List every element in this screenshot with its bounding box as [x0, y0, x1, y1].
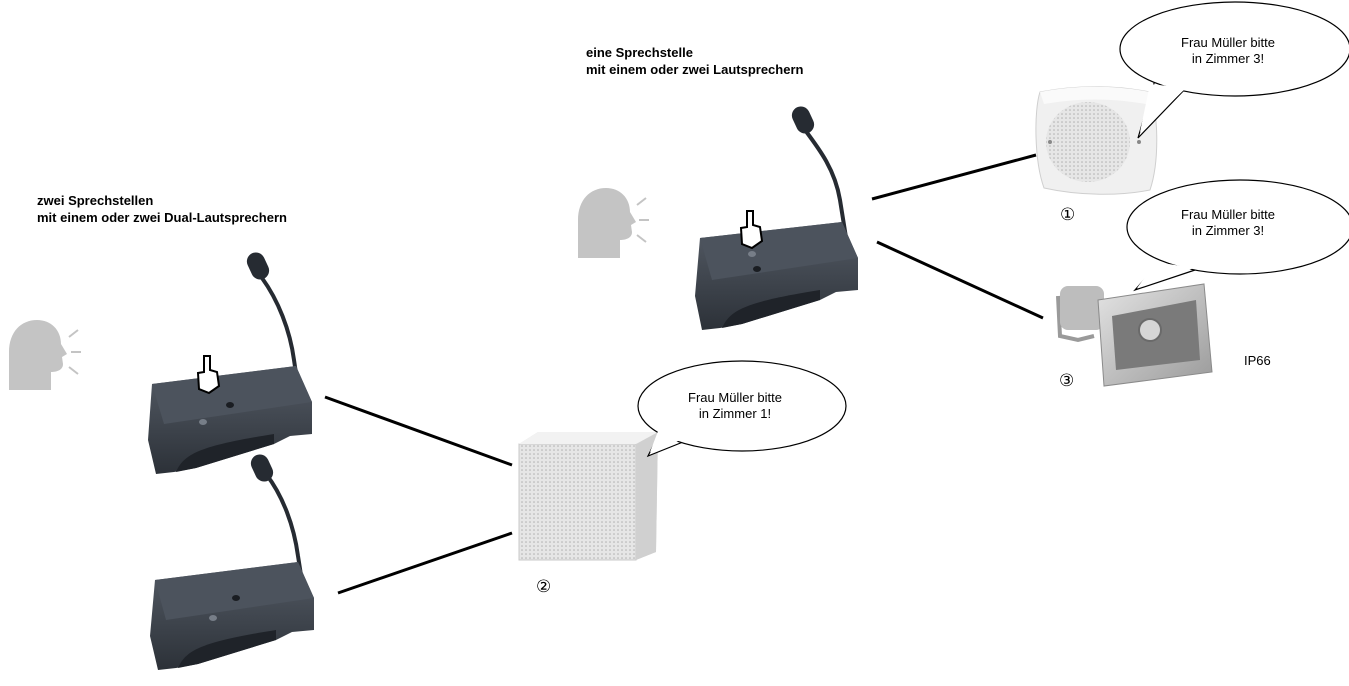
microphone-icon: [250, 454, 274, 482]
bubble-text-line1: Frau Müller bitte: [1181, 35, 1275, 50]
connection-line: [876, 240, 1044, 320]
left-heading: zwei Sprechstellen mit einem oder zwei D…: [37, 192, 287, 226]
right-heading-line1: eine Sprechstelle: [586, 45, 693, 60]
desk-microphone-station: [150, 454, 314, 670]
horn-speaker-icon: [1056, 283, 1213, 387]
microphone-icon: [246, 252, 270, 280]
left-heading-line2: mit einem oder zwei Dual-Lautsprechern: [37, 210, 287, 225]
label-number-2: ②: [536, 577, 551, 597]
bubble-text-line1: Frau Müller bitte: [688, 390, 782, 405]
right-heading: eine Sprechstelle mit einem oder zwei La…: [586, 44, 803, 78]
bubble-text-line2: in Zimmer 3!: [1192, 51, 1264, 66]
bubble-text-line2: in Zimmer 1!: [699, 406, 771, 421]
desk-microphone-station: [148, 252, 312, 474]
speech-bubble: Frau Müller bitte in Zimmer 1!: [637, 360, 847, 458]
finger-press-icon: [739, 210, 764, 250]
bubble-text-line1: Frau Müller bitte: [1181, 207, 1275, 222]
label-number-1: ①: [1060, 205, 1075, 225]
speaking-head-icon: [9, 320, 81, 390]
right-heading-line2: mit einem oder zwei Lautsprechern: [586, 62, 804, 77]
connection-line: [871, 153, 1037, 201]
bubble-text-line2: in Zimmer 3!: [1192, 223, 1264, 238]
connection-line: [337, 531, 513, 595]
wall-speaker-icon: [1035, 86, 1158, 195]
ip-rating-label: IP66: [1244, 353, 1271, 368]
left-heading-line1: zwei Sprechstellen: [37, 193, 154, 208]
label-number-3: ③: [1059, 371, 1074, 391]
microphone-icon: [791, 106, 815, 134]
desk-microphone-station: [695, 106, 858, 330]
speaking-head-icon: [578, 188, 649, 258]
speech-bubble: Frau Müller bitte in Zimmer 3!: [1126, 179, 1349, 292]
finger-press-icon: [196, 355, 221, 395]
connection-line: [324, 395, 513, 467]
wall-speaker-icon: [518, 432, 658, 561]
speech-bubble: Frau Müller bitte in Zimmer 3!: [1119, 1, 1349, 139]
